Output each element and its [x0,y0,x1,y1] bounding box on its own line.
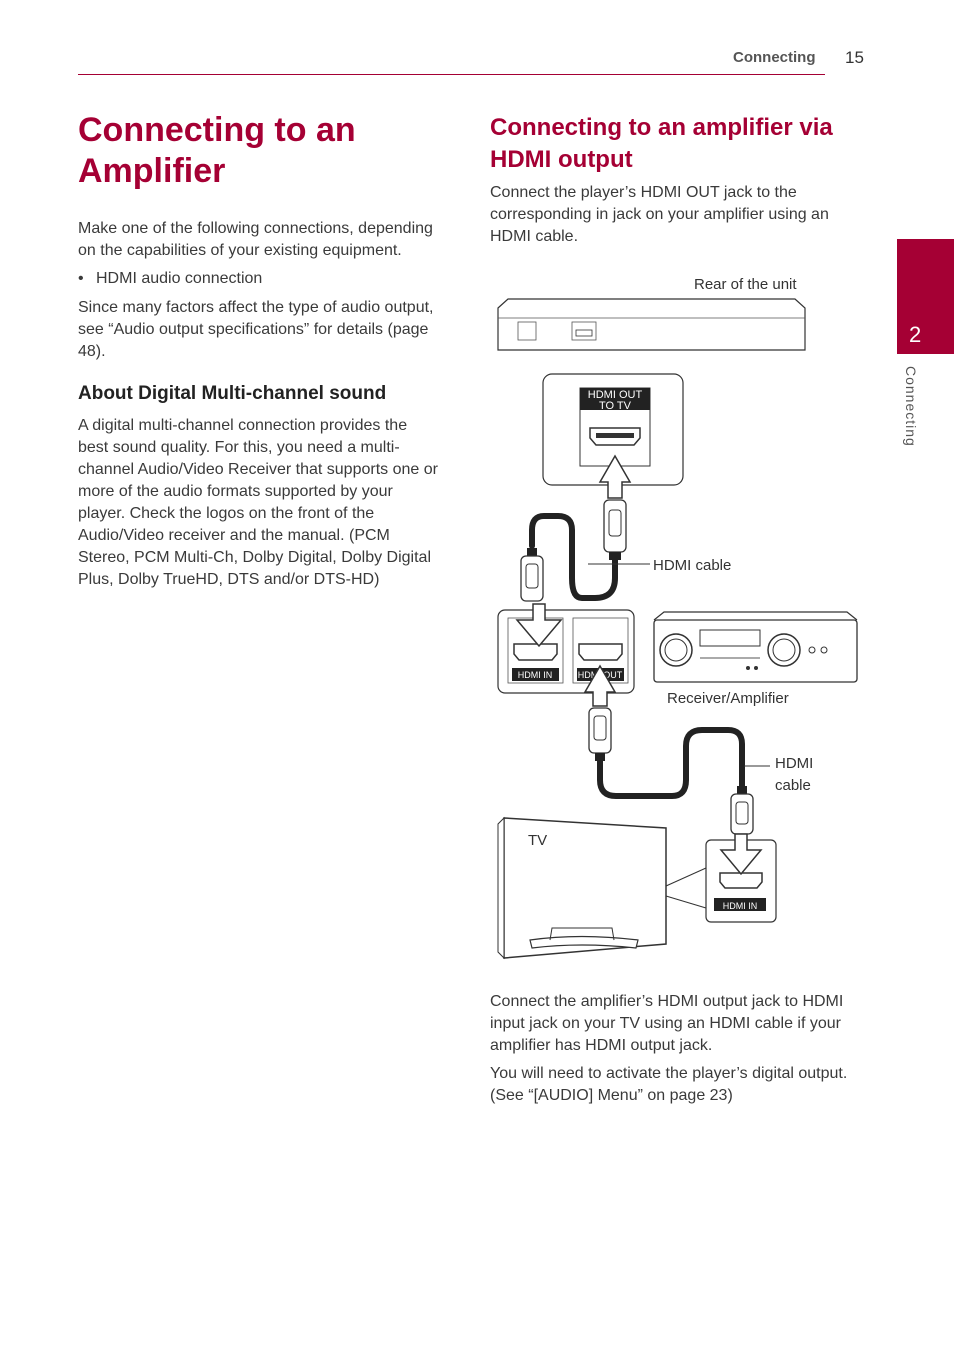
receiver-amplifier [653,611,858,683]
section-intro: Connect the player’s HDMI OUT jack to th… [490,184,829,245]
receiver-hdmi-in-label: HDMI IN [518,670,553,680]
intro-paragraph: Make one of the following connections, d… [78,220,433,259]
bullet-icon: • [78,270,84,287]
hdmi-cable-label-2a: HDMI [775,755,813,772]
tv-hdmi-in-label: HDMI IN [723,901,758,911]
tv-set [497,816,667,960]
arrow-down-icon [515,603,563,648]
tv-hdmi-in-port: HDMI IN [714,872,766,911]
page-number: 15 [845,48,864,67]
hdmi-plug-icon [603,499,627,560]
note-paragraph: Since many factors affect the type of au… [78,299,434,360]
hdmi-cable-label-2b: cable [775,777,811,794]
bullet-text: HDMI audio connection [96,270,263,287]
chapter-tab-number: 2 [909,322,922,347]
hdmi-out-label-line1: HDMI OUT [588,389,643,401]
subhead-paragraph: A digital multi-channel connection provi… [78,417,438,588]
section-outro-2: You will need to activate the player’s d… [490,1065,848,1104]
hdmi-plug-icon [730,786,754,835]
section-subheading: About Digital Multi-channel sound [78,383,387,404]
chapter-tab-label: Connecting [903,366,919,447]
connection-diagram: Rear of the unit HDMI OUT TO TV HDMI cab… [497,276,858,960]
hdmi-out-label-line2: TO TV [599,400,632,412]
hdmi-plug-icon [520,548,544,602]
tv-label: TV [528,832,547,849]
hdmi-cable-label-1: HDMI cable [653,557,731,574]
hdmi-plug-icon [588,707,612,761]
arrow-down-icon [719,833,763,876]
header-rule [78,74,825,75]
hdmi-cable-1 [529,513,618,601]
page-title: Connecting to an Amplifier [78,111,356,190]
chapter-tab [897,239,954,354]
arrow-up-icon [583,664,617,707]
rear-of-unit-label: Rear of the unit [694,276,797,293]
player-hdmi-port: HDMI OUT TO TV [579,387,651,467]
player-unit [497,298,806,351]
section-outro-1: Connect the amplifier’s HDMI output jack… [490,993,844,1054]
running-header-section: Connecting [733,49,816,66]
arrow-up-icon [598,454,632,499]
receiver-amplifier-label: Receiver/Amplifier [667,690,789,707]
section-title: Connecting to an amplifier via HDMI outp… [490,114,833,173]
hdmi-cable-2 [597,727,745,799]
bullet-item: • HDMI audio connection [78,268,453,290]
